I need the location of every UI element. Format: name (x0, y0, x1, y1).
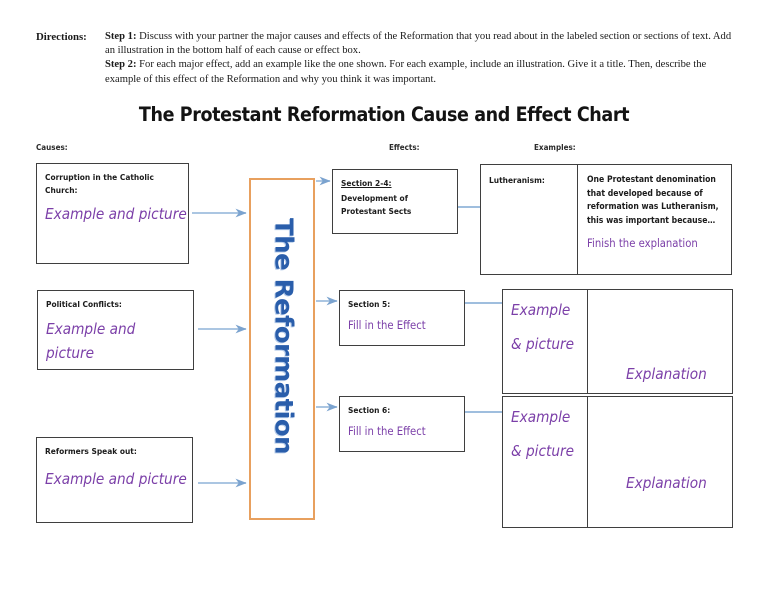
step1-text: Discuss with your partner the major caus… (105, 31, 732, 57)
example-1-left-cell[interactable]: Lutheranism: (481, 165, 578, 274)
effect-box-2[interactable]: Section 5: Fill in the Effect (339, 290, 465, 346)
example-1-prompt: Finish the explanation (587, 237, 698, 250)
effect-heading-3: Section 6: (348, 405, 391, 415)
reformation-label: The Reformation (268, 218, 297, 454)
example-box-3[interactable]: Example & picture Explanation (502, 396, 733, 528)
column-header-examples: Examples: (534, 142, 576, 152)
example-2-left-cell[interactable]: Example & picture (503, 290, 588, 393)
effect-box-3[interactable]: Section 6: Fill in the Effect (339, 396, 465, 452)
reformation-center-box[interactable]: The Reformation (249, 178, 315, 520)
example-3-left-line2: & picture (511, 442, 575, 460)
example-3-right-cell[interactable]: Explanation (588, 397, 732, 527)
cause-box-1[interactable]: Corruption in the Catholic Church: Examp… (36, 163, 189, 264)
example-3-right-prompt: Explanation (626, 474, 707, 492)
cause-heading-1: Corruption in the Catholic Church: (45, 172, 154, 195)
example-2-right-prompt: Explanation (626, 365, 707, 383)
step2-label: Step 2: (105, 59, 137, 71)
column-header-effects: Effects: (389, 142, 420, 152)
cause-heading-2: Political Conflicts: (46, 299, 122, 309)
example-3-left-line1: Example (511, 408, 571, 426)
example-2-right-cell[interactable]: Explanation (588, 290, 732, 393)
cause-prompt-1: Example and picture (45, 205, 187, 223)
cause-prompt-2: Example and picture (46, 320, 136, 362)
directions-label: Directions: (36, 31, 87, 43)
cause-box-3[interactable]: Reformers Speak out: Example and picture (36, 437, 193, 523)
effect-prompt-3: Fill in the Effect (348, 425, 426, 438)
cause-box-2[interactable]: Political Conflicts: Example and picture (37, 290, 194, 370)
example-1-body: One Protestant denomination that develop… (587, 174, 719, 225)
directions-body: Step 1: Discuss with your partner the ma… (105, 30, 733, 87)
column-header-causes: Causes: (36, 142, 68, 152)
effect-detail-1: Development of Protestant Sects (341, 193, 412, 216)
example-2-left-line1: Example (511, 301, 571, 319)
example-2-left-line2: & picture (511, 335, 575, 353)
example-box-2[interactable]: Example & picture Explanation (502, 289, 733, 394)
effect-box-1[interactable]: Section 2-4: Development of Protestant S… (332, 169, 458, 234)
effect-heading-2: Section 5: (348, 299, 391, 309)
cause-prompt-3: Example and picture (45, 470, 187, 488)
example-3-left-cell[interactable]: Example & picture (503, 397, 588, 527)
example-1-right-cell[interactable]: One Protestant denomination that develop… (578, 165, 731, 274)
page-title: The Protestant Reformation Cause and Eff… (138, 103, 630, 126)
effect-heading-1: Section 2-4: (341, 178, 392, 188)
example-1-title: Lutheranism: (489, 175, 545, 185)
effect-prompt-2: Fill in the Effect (348, 319, 426, 332)
step1-label: Step 1: (105, 31, 137, 42)
step2-text: For each major effect, add an example li… (105, 59, 707, 85)
cause-heading-3: Reformers Speak out: (45, 446, 137, 456)
example-box-1[interactable]: Lutheranism: One Protestant denomination… (480, 164, 732, 275)
